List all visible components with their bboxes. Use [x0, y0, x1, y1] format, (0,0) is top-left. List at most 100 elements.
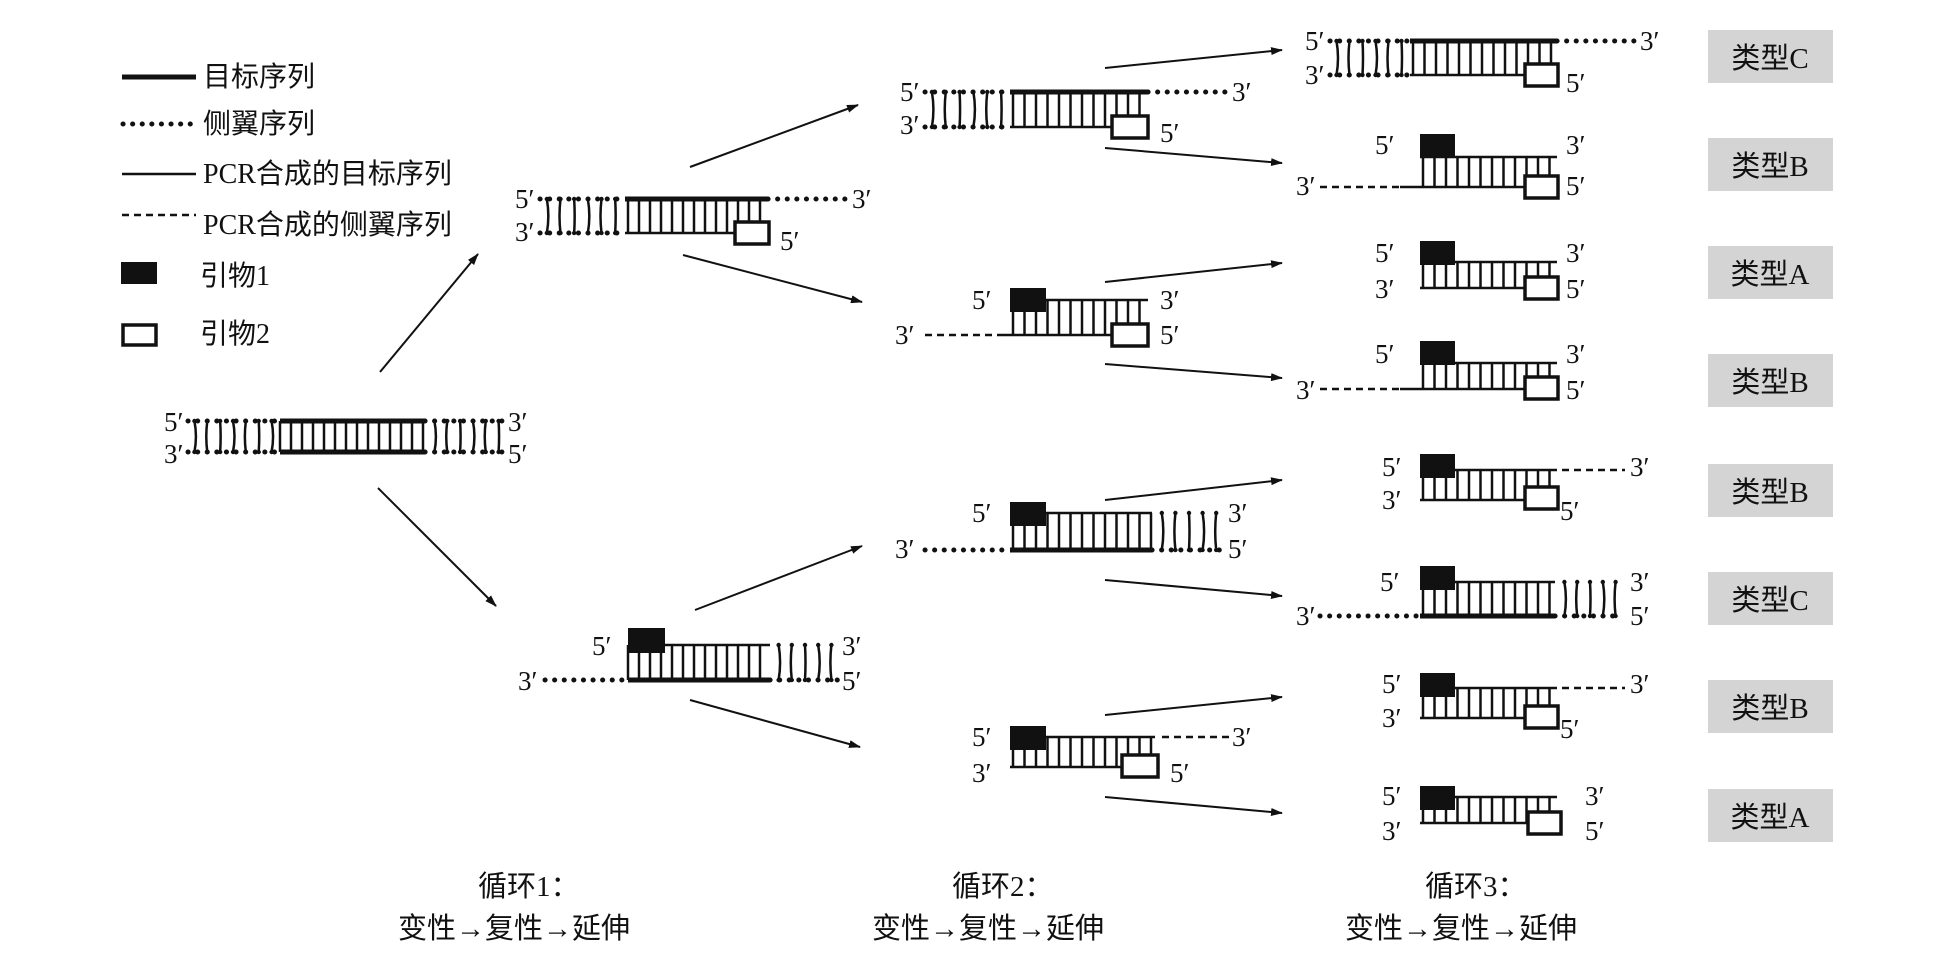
legend-item-primer1: 引物1	[121, 260, 270, 292]
five-prime-label: 5′	[972, 498, 991, 528]
unpaired-base	[497, 420, 501, 453]
unpaired-base	[803, 644, 807, 681]
unpaired-base	[789, 644, 794, 681]
open-box-icon	[121, 323, 158, 347]
arrow-icon	[1104, 694, 1283, 716]
three-prime-label: 3′	[1305, 60, 1324, 90]
type-badge-background	[1708, 30, 1833, 83]
cycle1-product-bottom: 5′3′3′5′	[518, 628, 861, 696]
five-prime-label: 5′	[972, 285, 991, 315]
five-prime-label: 5′	[900, 77, 919, 107]
legend-item-flanking-sequence: 侧翼序列	[120, 108, 315, 140]
unpaired-base	[1347, 40, 1351, 76]
arrow-icon	[1104, 363, 1283, 382]
unpaired-base	[1335, 40, 1340, 76]
unpaired-flank	[929, 89, 1004, 130]
legend: 目标序列 侧翼序列 PCR合成的目标序列 PCR合成的侧翼序列 引物1 引物2	[120, 61, 452, 350]
unpaired-base	[1613, 581, 1617, 617]
cycle-2-steps: 变性→复性→延伸	[872, 912, 1104, 945]
flank-dot	[829, 642, 834, 648]
type-badge-background	[1708, 138, 1833, 191]
cycle-labels: 循环1： 变性→复性→延伸 循环2： 变性→复性→延伸 循环3： 变性→复性→延…	[398, 870, 1577, 945]
flank-dot	[829, 677, 834, 683]
primer2-box	[733, 220, 771, 246]
type-badge-label: 类型C	[1731, 584, 1808, 617]
three-prime-label: 3′	[1296, 375, 1315, 405]
primer2-box	[1523, 704, 1560, 730]
primer2-box	[1523, 485, 1560, 511]
arrow-icon	[694, 545, 863, 611]
five-prime-label: 5′	[1380, 567, 1399, 597]
flank-dot	[1200, 510, 1205, 516]
product-type-badge: 类型B	[1708, 680, 1833, 733]
product-type-badge: 类型B	[1708, 464, 1833, 517]
three-prime-label: 3′	[1566, 130, 1585, 160]
cycle3-product-7: 5′3′3′5′	[1382, 669, 1649, 744]
flank-dot	[1613, 579, 1618, 585]
type-badge-label: 类型B	[1731, 476, 1808, 509]
unpaired-flank	[1159, 510, 1219, 553]
three-prime-label: 3′	[1585, 781, 1604, 811]
primer1-box	[628, 628, 665, 653]
five-prime-label: 5′	[1228, 534, 1247, 564]
three-prime-label: 3′	[1232, 722, 1251, 752]
flank-dot	[816, 642, 821, 648]
unpaired-base	[218, 420, 222, 453]
unpaired-base	[999, 91, 1003, 128]
primer1-box	[1420, 341, 1455, 365]
three-prime-label: 3′	[1566, 339, 1585, 369]
unpaired-base	[1187, 512, 1191, 551]
primer2-box	[1120, 753, 1160, 779]
flank-dot	[1173, 547, 1178, 553]
type-badge-label: 类型B	[1731, 366, 1808, 399]
five-prime-label: 5′	[1382, 452, 1401, 482]
primer2-box	[1523, 375, 1560, 401]
flank-dot	[802, 677, 808, 683]
arrow-icon	[1104, 260, 1283, 283]
flank-dot	[1575, 579, 1580, 585]
primer1-box	[1010, 502, 1046, 526]
flank-dot	[1186, 510, 1192, 516]
five-prime-label: 5′	[842, 666, 861, 696]
legend-item-primer2: 引物2	[121, 318, 270, 350]
primer2-box	[1523, 62, 1560, 88]
flank-dot	[1360, 38, 1365, 44]
legend-label: 目标序列	[203, 61, 315, 93]
type-badge-label: 类型A	[1731, 801, 1810, 834]
cycle-3-title: 循环3：	[1425, 870, 1527, 903]
flank-dot	[957, 124, 962, 130]
type-badge-background	[1708, 572, 1833, 625]
primer1-box	[1010, 288, 1046, 312]
three-prime-label: 3′	[1566, 238, 1585, 268]
unpaired-base	[777, 644, 782, 681]
three-prime-label: 3′	[1296, 601, 1315, 631]
unpaired-base	[613, 198, 617, 234]
arrow-icon	[377, 487, 497, 607]
three-prime-label: 3′	[1382, 485, 1401, 515]
three-prime-label: 3′	[842, 631, 861, 661]
type-badge-label: 类型B	[1731, 150, 1808, 183]
five-prime-label: 5′	[508, 439, 527, 469]
three-prime-label: 3′	[1630, 452, 1649, 482]
product-type-badge: 类型B	[1708, 138, 1833, 191]
flank-dot	[802, 642, 808, 648]
unpaired-base	[1400, 40, 1404, 76]
cycle-2-title: 循环2：	[952, 870, 1054, 903]
unpaired-base	[1374, 40, 1379, 76]
flank-dot	[1399, 72, 1404, 78]
legend-item-target-sequence: 目标序列	[122, 61, 315, 93]
five-prime-label: 5′	[1382, 781, 1401, 811]
dna-molecules: 5′3′3′5′5′3′3′5′5′3′3′5′5′3′3′5′5′3′3′5′…	[164, 26, 1659, 846]
five-prime-label: 5′	[780, 226, 799, 256]
five-prime-label: 5′	[1375, 238, 1394, 268]
primer2-box	[1110, 322, 1150, 348]
type-badge-label: 类型A	[1731, 258, 1810, 291]
primer1-box	[1420, 786, 1455, 810]
unpaired-base	[433, 420, 438, 453]
cycle3-product-3: 5′3′3′5′	[1375, 238, 1585, 304]
cycle2-product-1: 5′3′3′5′	[900, 77, 1251, 148]
five-prime-label: 5′	[1170, 758, 1189, 788]
type-badge-background	[1708, 789, 1833, 842]
